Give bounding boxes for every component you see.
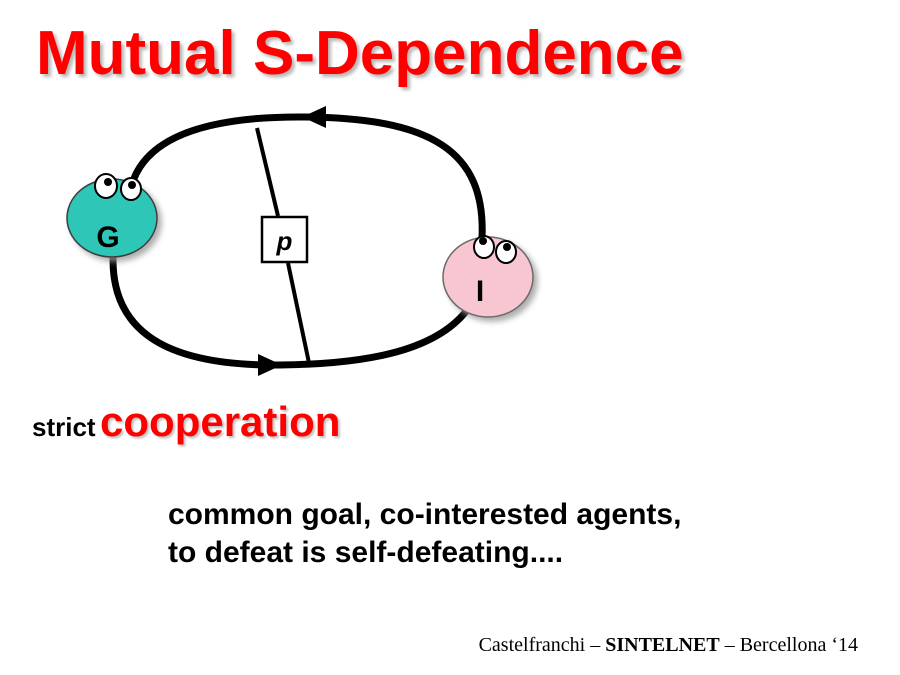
strict-label: strict (32, 412, 96, 442)
agent-i-eye-left (473, 235, 495, 259)
cooperation-label: cooperation (100, 398, 341, 445)
object-p-label: p (276, 226, 293, 256)
agent-g-pupil-right (128, 181, 136, 189)
agent-i-eye-right (495, 240, 517, 264)
agent-g-pupil-left (104, 178, 112, 186)
footer-author: Castelfranchi – (478, 634, 601, 656)
p-connector-bottom (286, 262, 311, 364)
agent-i-pupil-right (503, 243, 511, 251)
agent-g-label: G (96, 221, 119, 254)
slide-title: Mutual S-Dependence (36, 19, 684, 88)
cooperation-description: common goal, co-interested agents, to de… (168, 496, 681, 572)
object-p-box (260, 215, 309, 264)
footer-project: SINTELNET (605, 634, 720, 656)
cooperation-heading: strict cooperation (32, 398, 340, 446)
description-line-2: to defeat is self-defeating.... (168, 536, 564, 569)
footer-venue: – Bercellona ‘14 (724, 634, 858, 656)
agent-i: I (442, 235, 534, 318)
top-arrowhead (302, 106, 326, 128)
description-line-1: common goal, co-interested agents, (168, 498, 682, 531)
bottom-arrowhead (258, 354, 282, 376)
agent-i-pupil-left (479, 237, 487, 245)
p-connector-top (255, 127, 280, 217)
agent-g-eye-left (94, 173, 118, 199)
agent-i-label: I (476, 275, 484, 308)
agent-g: G (66, 173, 158, 258)
agent-g-eye-right (120, 177, 142, 201)
slide-footer: Castelfranchi – SINTELNET – Bercellona ‘… (479, 634, 858, 657)
